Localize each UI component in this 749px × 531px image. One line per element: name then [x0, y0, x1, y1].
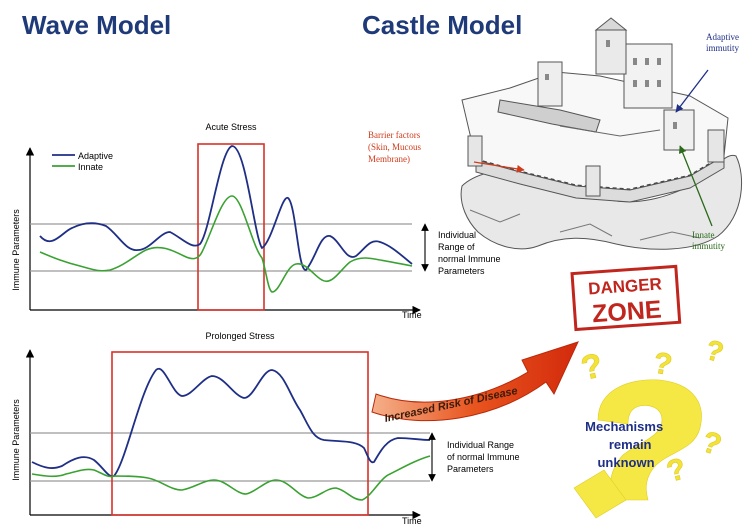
mechanisms-label: Mechanisms remain unknown — [585, 419, 667, 470]
castle-tower — [595, 29, 627, 75]
prolonged-chart-title: Prolonged Stress — [205, 331, 275, 341]
wave-model-title: Wave Model — [22, 10, 172, 40]
acute-y-axis-label: Immune Parameters — [11, 209, 21, 291]
risk-arrow-shape — [371, 341, 579, 422]
question-mark-icon: ? — [651, 346, 675, 382]
castle-wall-tower-mid — [585, 165, 601, 197]
prolonged-adaptive-line — [31, 367, 431, 478]
acute-innate-line — [39, 195, 413, 293]
acute-x-axis-label: Time — [402, 310, 422, 320]
adaptive-arrow — [675, 69, 709, 113]
castle-illustration — [460, 17, 742, 250]
prolonged-x-axis-label: Time — [402, 516, 422, 526]
castle-windows — [545, 40, 677, 129]
rock-cracks — [469, 209, 701, 241]
castle-gate-tower — [663, 109, 695, 151]
castle-wall-face — [475, 155, 725, 203]
acute-chart-title: Acute Stress — [205, 122, 257, 132]
question-mark-icon: ? — [698, 425, 726, 462]
castle-inner-wall — [559, 125, 661, 137]
acute-legend-innate: Innate — [78, 162, 103, 172]
castle-annotations: Adaptive immutity Innate immutity Barrie… — [368, 32, 741, 251]
prolonged-innate-line — [31, 455, 431, 501]
big-question-mark-dot-icon — [573, 469, 627, 519]
acute-stress-chart: Adaptive Innate Acute Stress Immune Para… — [11, 122, 503, 320]
castle-wall-tower-left — [467, 135, 483, 167]
acute-adaptive-line — [39, 145, 413, 271]
prolonged-stress-chart: Prolonged Stress Immune Parameters Time … — [11, 331, 522, 526]
big-question-mark-icon — [597, 379, 702, 501]
barrier-arrow — [473, 161, 525, 173]
castle-tower-roof — [594, 17, 628, 31]
question-mark-icon: ? — [663, 452, 689, 489]
prolonged-y-axis-label: Immune Parameters — [11, 399, 21, 481]
danger-zone-stamp: DANGER ZONE — [570, 264, 682, 332]
barrier-factors-label: Barrier factors (Skin, Mucous Membrane) — [368, 130, 423, 164]
zone-text: ZONE — [591, 296, 662, 329]
risk-arrow: Increased Risk of Disease — [371, 341, 579, 425]
acute-legend-adaptive: Adaptive — [78, 151, 113, 161]
prolonged-range-label: Individual Range of normal Immune Parame… — [447, 440, 522, 474]
adaptive-immunity-label: Adaptive immutity — [706, 32, 741, 53]
acute-stress-box — [197, 143, 265, 311]
castle-model-title: Castle Model — [362, 10, 523, 40]
castle-inner-tower — [537, 61, 563, 107]
innate-immunity-label: Innate immutity — [692, 230, 726, 251]
castle-keep — [623, 43, 673, 109]
question-mark-icon: ? — [702, 334, 727, 368]
innate-arrow — [678, 145, 713, 227]
acute-range-label: Individual Range of normal Immune Parame… — [438, 230, 503, 276]
prolonged-stress-box — [111, 351, 369, 516]
question-mark-icon: ? — [578, 346, 606, 387]
danger-zone-border — [570, 264, 682, 332]
castle-wall-tower-right — [707, 129, 725, 163]
